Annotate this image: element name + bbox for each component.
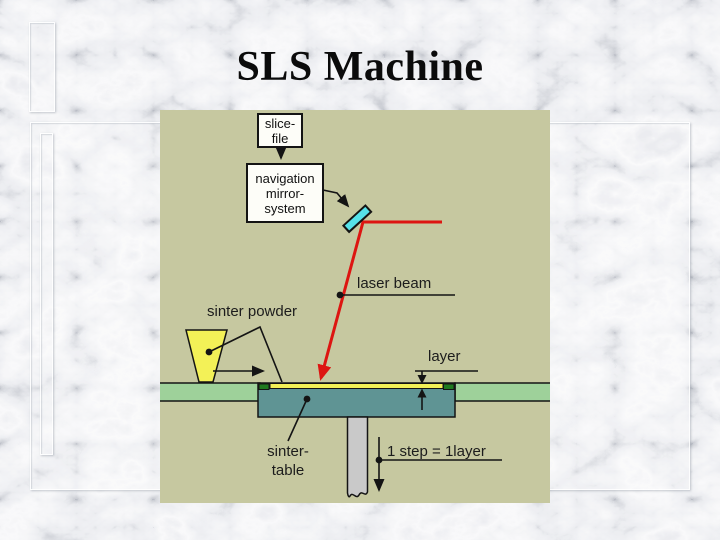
layer-dim-down-arrow (417, 375, 427, 384)
deco-vertical-strip (40, 133, 53, 455)
slice-file-box: slice- file (257, 113, 303, 148)
slice-file-line2: file (271, 130, 289, 146)
page-title: SLS Machine (236, 44, 484, 90)
navigation-mirror-box: navigation mirror- system (246, 163, 324, 223)
powder-bed-right (454, 382, 550, 402)
powder-callout-lines (208, 325, 283, 383)
piston-rod (346, 416, 369, 498)
sinter-powder-label: sinter powder (207, 303, 298, 320)
layer-label: layer (428, 348, 461, 365)
powder-layer (269, 383, 444, 389)
nav-box-line3: system (264, 200, 306, 216)
layer-dim-up-arrow (417, 388, 427, 398)
laser-beam-label: laser beam (357, 275, 432, 292)
deco-small-rect (29, 22, 55, 112)
step-equation-label: 1 step = 1layer (387, 443, 486, 460)
table-callout-dot (303, 395, 311, 403)
layer-end-right (443, 383, 455, 390)
sls-diagram-panel: slice- file navigation mirror- system la… (160, 110, 550, 503)
sinter-table-label: sinter- table (255, 442, 321, 480)
nav-box-line2: mirror- (265, 185, 305, 201)
sinter-table-label-line2: table (271, 462, 305, 479)
sinter-table-label-line1: sinter- (267, 443, 309, 460)
laser-beam-line (317, 220, 442, 381)
layer-end-left (258, 383, 270, 390)
sls-diagram-drawing (160, 147, 550, 498)
powder-bed-left (160, 382, 261, 402)
powder-funnel (185, 329, 228, 383)
mirror-icon (344, 206, 370, 231)
nav-to-mirror-arrow (322, 189, 350, 208)
table-callout-line (287, 398, 308, 442)
nav-box-line1: navigation (255, 170, 315, 186)
slice-file-line1: slice- (264, 115, 296, 131)
